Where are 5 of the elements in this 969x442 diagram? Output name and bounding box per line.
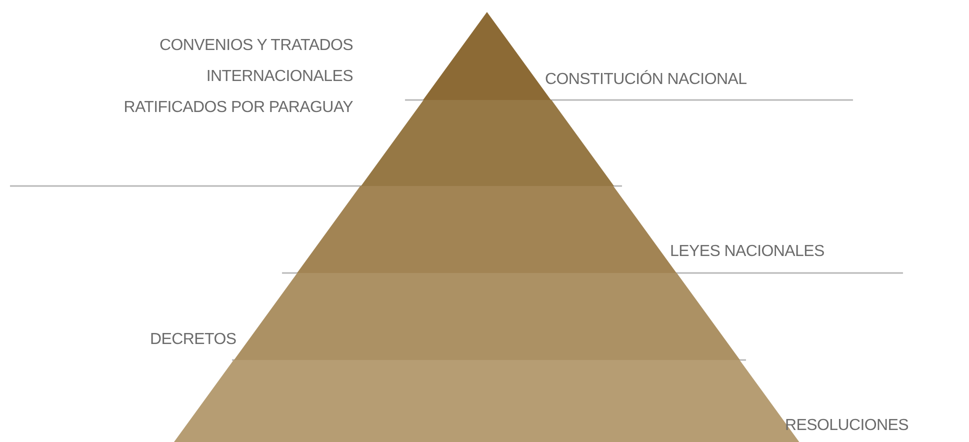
tier-label: CONVENIOS Y TRATADOS INTERNACIONALES RATIFICADOS POR PARAGUAY	[122, 36, 353, 118]
tier-label: LEYES NACIONALES	[670, 242, 826, 262]
tier-label: RESOLUCIONES	[784, 416, 910, 436]
tier-label: DECRETOS	[150, 330, 238, 350]
tier-label: CONSTITUCIÓN NACIONAL	[544, 69, 748, 90]
